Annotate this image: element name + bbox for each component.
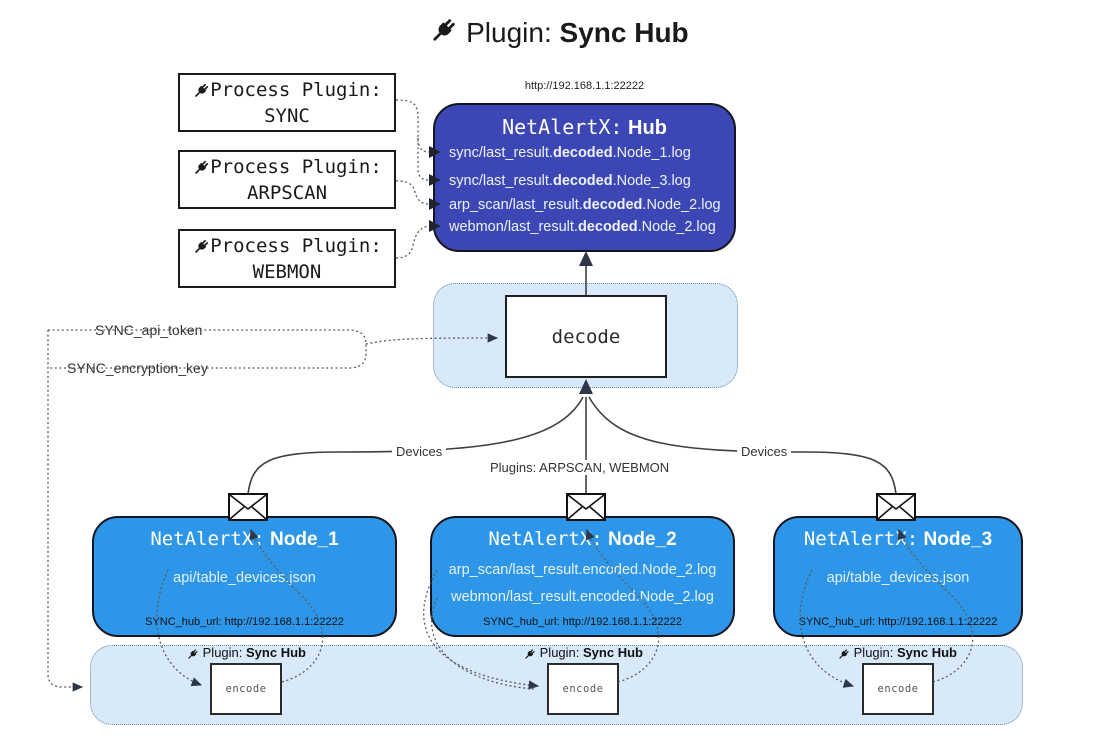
hub-box: NetAlertX: Hub sync/last_result.decoded.… [433,103,736,252]
process-plugin-label: Process Plugin: [210,234,382,257]
process-plugin-name: WEBMON [252,260,322,283]
hub-title: NetAlertX: Hub [435,115,734,140]
process-plugin-label: Process Plugin: [210,78,382,101]
plug-icon [195,160,209,174]
hub-title-name: Hub [628,117,667,139]
plug-icon [839,649,849,659]
encode-plugin-label: Plugin: Sync Hub [817,645,977,661]
node-box-node3: NetAlertX: Node_3 api/table_devices.json… [773,516,1023,637]
node-file: api/table_devices.json [826,570,970,586]
encode-plugin-label: Plugin: Sync Hub [166,645,326,661]
process-plugin-label: Process Plugin: [210,155,382,178]
node-file: arp_scan/last_result.encoded.Node_2.log [448,562,717,578]
encode-box: encode [862,663,934,715]
plug-icon [195,83,209,97]
encode-box: encode [210,663,282,715]
sync-api-token-label: SYNC_api_token [92,322,206,338]
node-footer: SYNC_hub_url: http://192.168.1.1:22222 [145,616,344,628]
plug-icon [195,239,209,253]
decode-box: decode [505,295,667,378]
process-plugin-name: ARPSCAN [246,181,328,204]
sync-encryption-key-label: SYNC_encryption_key [64,360,211,376]
node-title: NetAlertX: Node_1 [150,528,339,550]
arrowhead-into-hub [579,251,593,266]
page-title: Plugin: Sync Hub [0,16,1117,49]
encode-plugin-label: Plugin: Sync Hub [503,645,663,661]
node-box-node1: NetAlertX: Node_1 api/table_devices.json… [92,516,397,637]
node-title: NetAlertX: Node_2 [488,528,677,550]
process-plugin-box-webmon: Process Plugin: WEBMON [178,229,396,288]
plug-icon [525,649,535,659]
title-prefix: Plugin: [466,17,552,48]
encode-box: encode [547,663,619,715]
node-box-node2: NetAlertX: Node_2 arp_scan/last_result.e… [430,516,735,637]
node-title: NetAlertX: Node_3 [803,528,993,550]
node-footer: SYNC_hub_url: http://192.168.1.1:22222 [483,616,682,628]
edge-label-plugins: Plugins: ARPSCAN, WEBMON [486,460,674,475]
hub-url: http://192.168.1.1:22222 [524,80,645,92]
node-footer: SYNC_hub_url: http://192.168.1.1:22222 [798,616,998,628]
process-plugin-box-arpscan: Process Plugin: ARPSCAN [178,150,396,209]
node-file: webmon/last_result.encoded.Node_2.log [451,589,714,605]
edge-label-devices-left: Devices [392,444,447,459]
hub-title-prefix: NetAlertX: [502,115,623,139]
process-plugin-box-sync: Process Plugin: SYNC [178,73,396,132]
process-plugin-name: SYNC [264,104,310,127]
hub-file-line: sync/last_result.decoded.Node_1.log [449,145,691,161]
node-file: api/table_devices.json [173,570,316,586]
title-name: Sync Hub [559,17,689,48]
edge-label-devices-right: Devices [737,444,792,459]
hub-file-line: webmon/last_result.decoded.Node_2.log [449,219,716,235]
hub-file-line: sync/last_result.decoded.Node_3.log [449,173,691,189]
plug-icon [188,649,198,659]
plug-icon [433,19,456,41]
hub-file-line: arp_scan/last_result.decoded.Node_2.log [449,197,721,213]
